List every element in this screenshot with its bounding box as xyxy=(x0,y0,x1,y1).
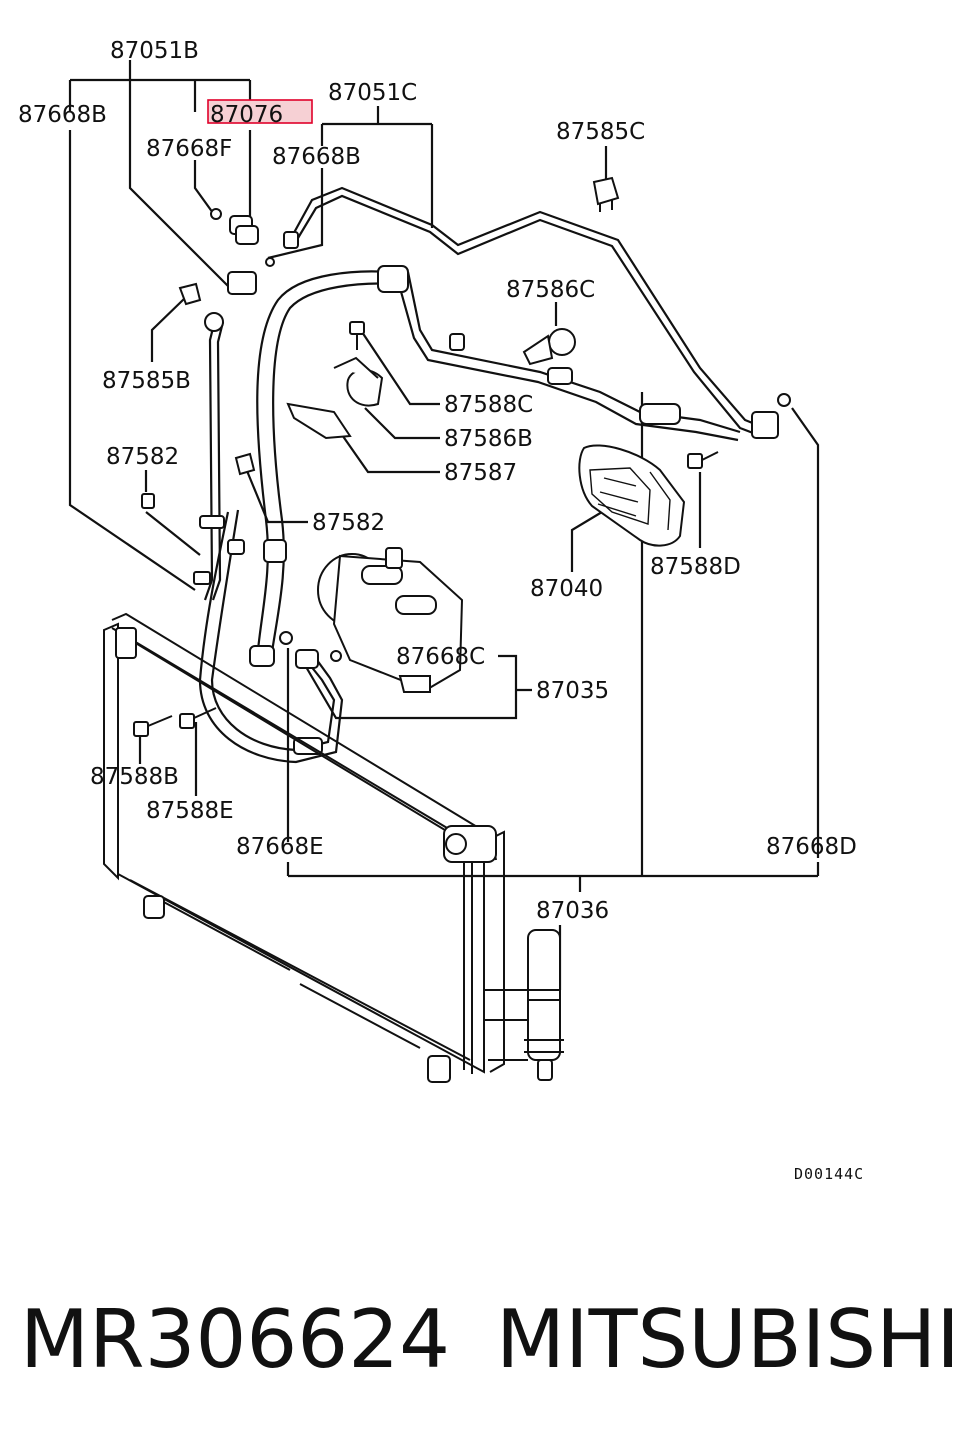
label-87035[interactable]: 87035 xyxy=(536,678,609,704)
label-87668D[interactable]: 87668D xyxy=(766,834,857,860)
part-labels: 87051B 87668B 87076 87051C 87668F 87668B… xyxy=(18,38,864,1183)
label-87668C[interactable]: 87668C xyxy=(396,644,485,670)
label-87585C[interactable]: 87585C xyxy=(556,119,645,145)
small-parts xyxy=(133,176,791,755)
label-87582-mid[interactable]: 87582 xyxy=(312,510,385,536)
parts-diagram: 87051B 87668B 87076 87051C 87668F 87668B… xyxy=(18,38,864,1183)
condenser xyxy=(103,612,564,1083)
label-87586C[interactable]: 87586C xyxy=(506,277,595,303)
brand-name: MITSUBISHI xyxy=(496,1293,960,1386)
part-number: MR306624 xyxy=(20,1293,450,1386)
label-87587[interactable]: 87587 xyxy=(444,460,517,486)
label-87051C[interactable]: 87051C xyxy=(328,80,417,106)
label-87585B[interactable]: 87585B xyxy=(102,368,191,394)
label-87668E[interactable]: 87668E xyxy=(236,834,324,860)
refrigerant-lines xyxy=(198,186,771,764)
evaporator xyxy=(578,444,686,547)
drawing-code: D00144C xyxy=(794,1165,864,1183)
highlight-box-87076 xyxy=(207,99,313,124)
label-87588C[interactable]: 87588C xyxy=(444,392,533,418)
label-87588B[interactable]: 87588B xyxy=(90,764,179,790)
label-87076[interactable]: 87076 xyxy=(210,102,283,128)
label-87668F[interactable]: 87668F xyxy=(146,136,232,162)
label-87588D[interactable]: 87588D xyxy=(650,554,741,580)
compressor xyxy=(317,547,464,693)
label-87588E[interactable]: 87588E xyxy=(146,798,234,824)
label-87586B[interactable]: 87586B xyxy=(444,426,533,452)
leader-lines xyxy=(68,60,820,990)
footer: MR306624 MITSUBISHI xyxy=(0,1285,960,1405)
label-87582-top[interactable]: 87582 xyxy=(106,444,179,470)
label-87036[interactable]: 87036 xyxy=(536,898,609,924)
label-87040[interactable]: 87040 xyxy=(530,576,603,602)
label-87668B-left[interactable]: 87668B xyxy=(18,102,107,128)
label-87668B-mid[interactable]: 87668B xyxy=(272,144,361,170)
label-87051B[interactable]: 87051B xyxy=(110,38,199,64)
